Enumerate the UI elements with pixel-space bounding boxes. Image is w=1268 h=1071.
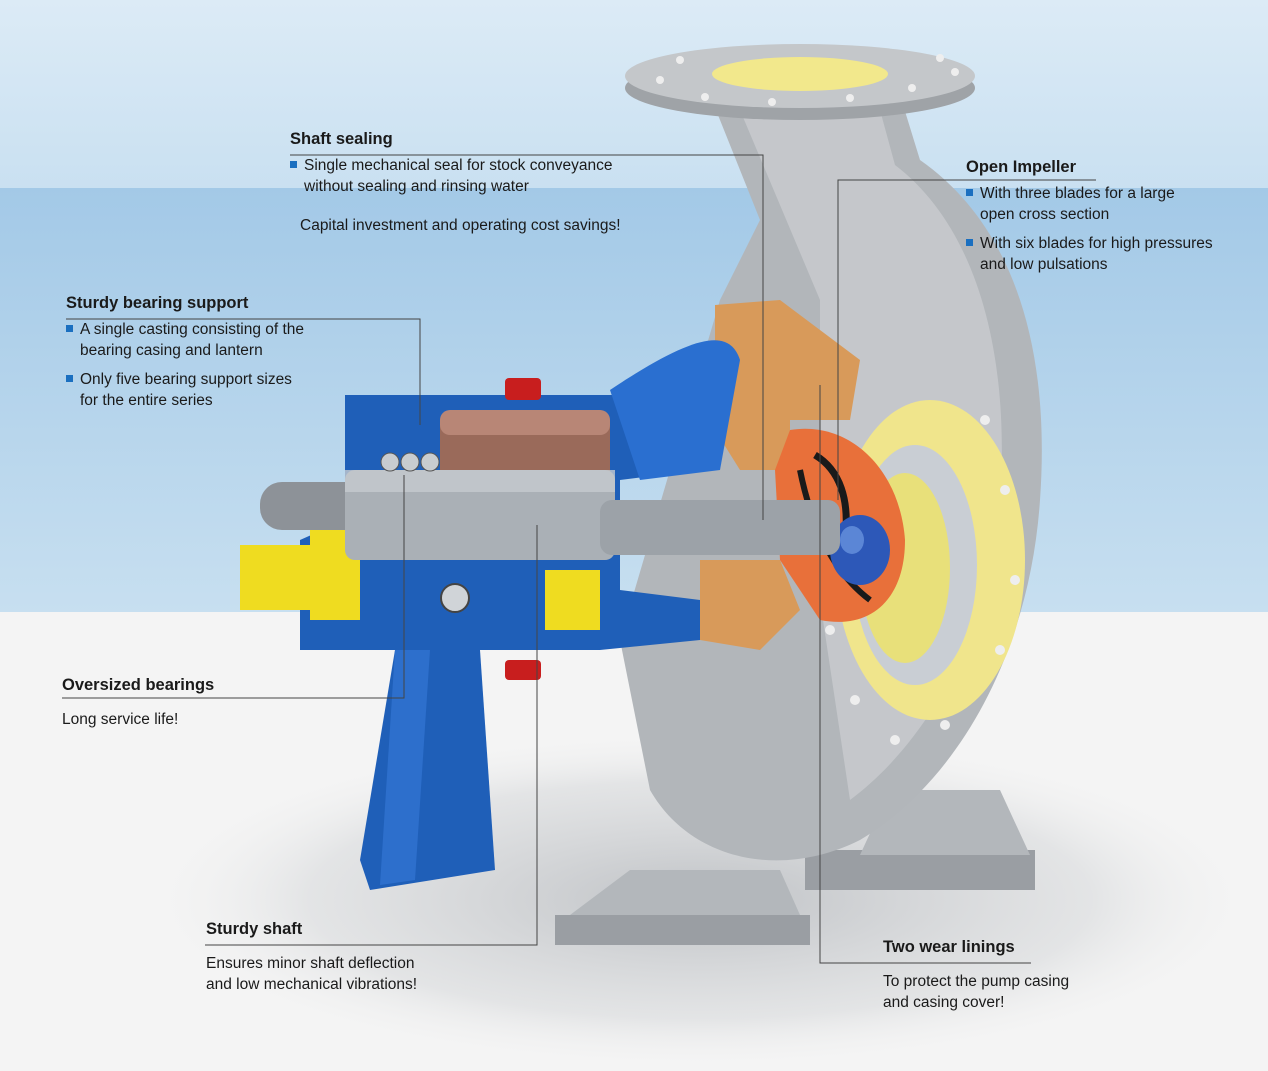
bullet-icon xyxy=(966,239,973,246)
bullet-text: With three blades for a large open cross… xyxy=(980,185,1175,223)
callout-note: Ensures minor shaft deflection and low m… xyxy=(206,955,418,993)
callout-bullet: Single mechanical seal for stock conveya… xyxy=(290,155,670,197)
discharge-flange xyxy=(625,44,975,120)
casing-cover xyxy=(700,300,860,650)
bullet-text: With six blades for high pressures and l… xyxy=(980,235,1213,273)
callout-two-wear-linings: Two wear linings To protect the pump cas… xyxy=(883,937,1183,1013)
bullet-icon xyxy=(966,189,973,196)
callout-sturdy-bearing-support: Sturdy bearing support A single casting … xyxy=(66,293,366,419)
bullet-icon xyxy=(66,325,73,332)
callout-title: Open Impeller xyxy=(966,158,1077,176)
callout-title: Oversized bearings xyxy=(62,676,215,694)
callout-bullet: With three blades for a large open cross… xyxy=(966,183,1256,225)
callout-note: Long service life! xyxy=(62,711,179,728)
callout-bullet: With six blades for high pressures and l… xyxy=(966,233,1256,275)
plugs xyxy=(505,378,541,680)
callout-bullet: Only five bearing support sizes for the … xyxy=(66,369,366,411)
bullet-text: Single mechanical seal for stock conveya… xyxy=(304,157,613,195)
bullet-icon xyxy=(290,161,297,168)
bullet-text: Only five bearing support sizes for the … xyxy=(80,371,292,409)
callout-title: Sturdy shaft xyxy=(206,920,303,938)
callout-bullet: A single casting consisting of the beari… xyxy=(66,319,366,361)
bearings xyxy=(380,452,470,613)
leader-lines xyxy=(62,154,1096,964)
shaft xyxy=(260,470,840,560)
callout-title: Sturdy bearing support xyxy=(66,294,249,312)
callout-title: Shaft sealing xyxy=(290,130,393,148)
callout-oversized-bearings: Oversized bearings Long service life! xyxy=(62,675,362,730)
callout-title: Two wear linings xyxy=(883,938,1015,956)
callout-open-impeller: Open Impeller With three blades for a la… xyxy=(966,157,1256,283)
bullet-icon xyxy=(66,375,73,382)
callout-shaft-sealing: Shaft sealing Single mechanical seal for… xyxy=(290,129,670,236)
suction-flange-holes xyxy=(825,415,1020,745)
support-foot xyxy=(360,650,495,890)
bullet-text: A single casting consisting of the beari… xyxy=(80,321,305,359)
callout-note: To protect the pump casing and casing co… xyxy=(883,973,1070,1011)
callout-note: Capital investment and operating cost sa… xyxy=(300,217,621,234)
callout-sturdy-shaft: Sturdy shaft Ensures minor shaft deflect… xyxy=(206,919,526,995)
